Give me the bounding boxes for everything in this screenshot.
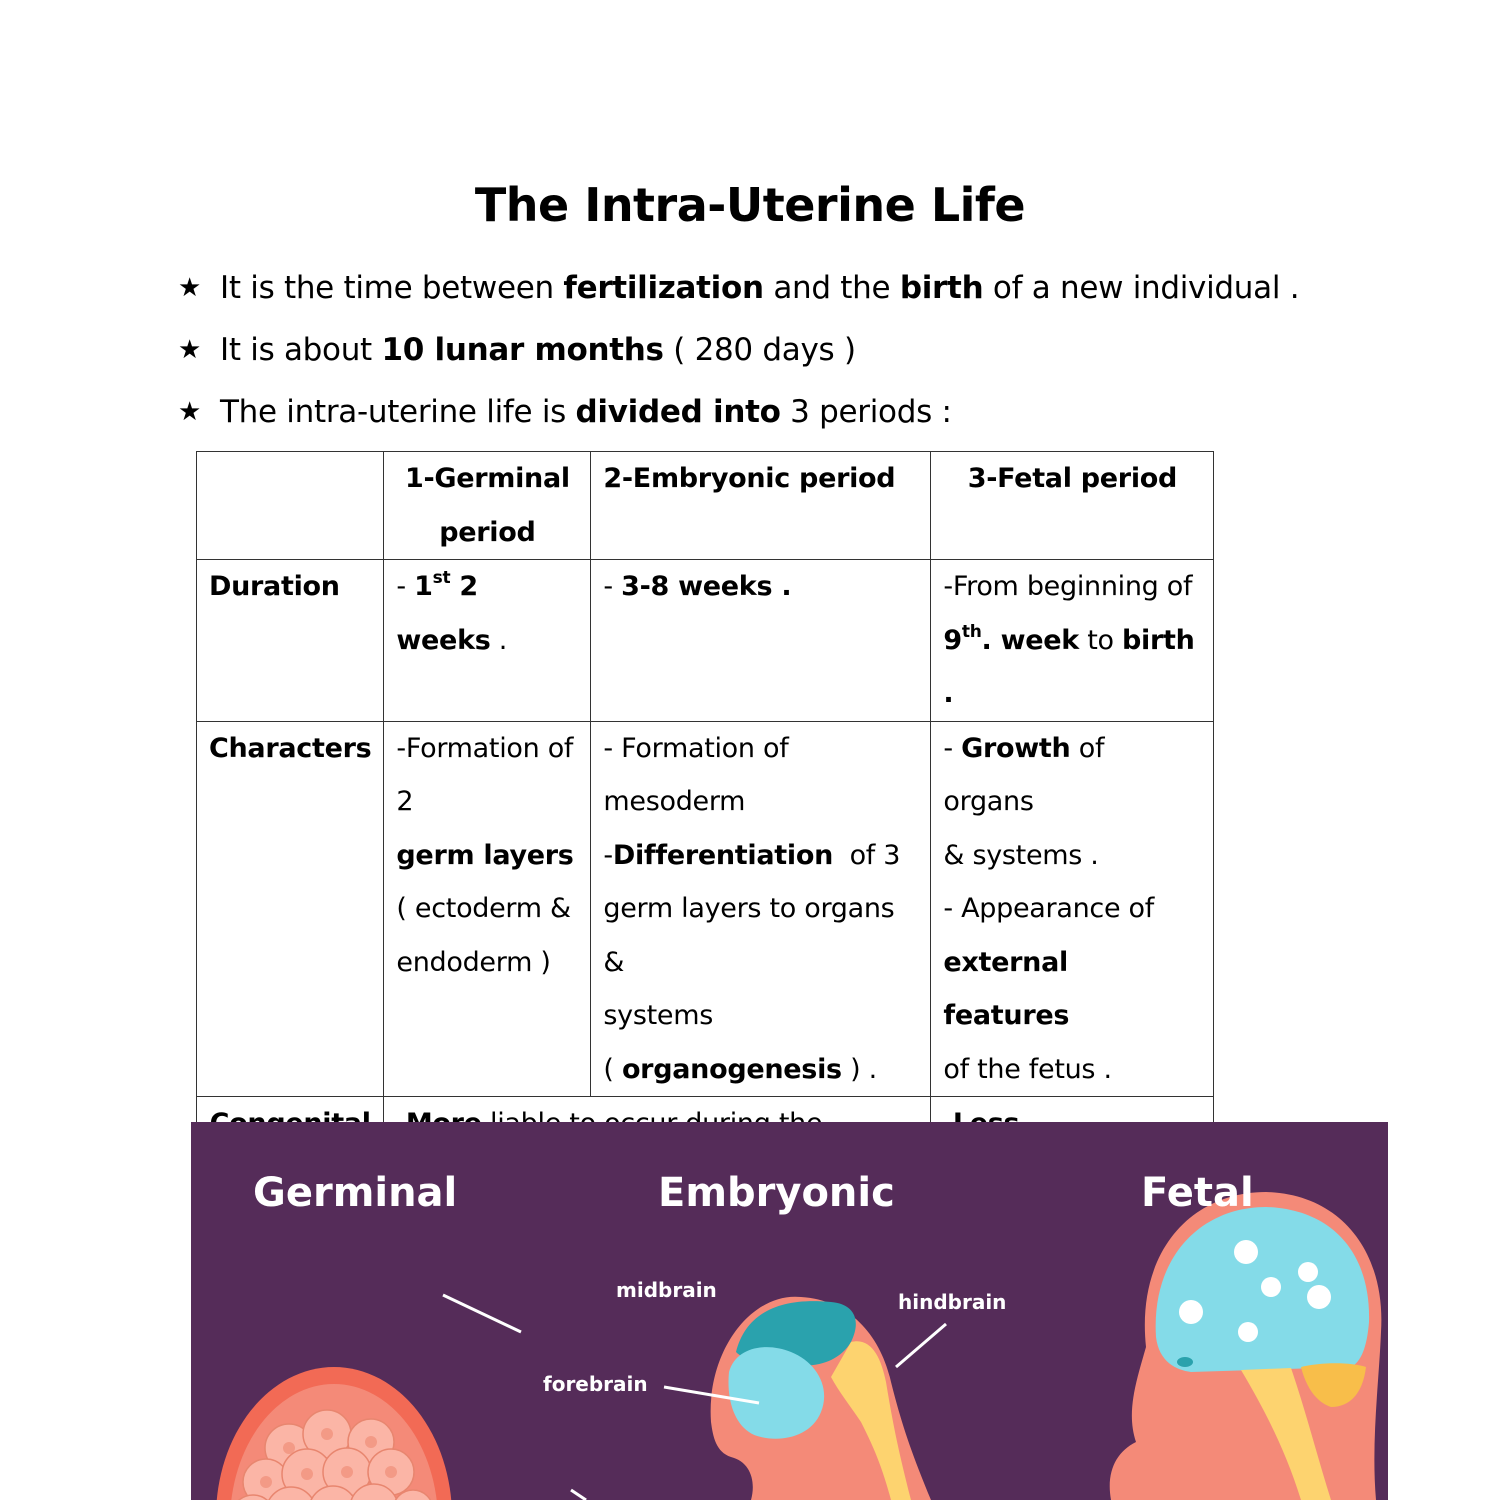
table-row-characters: Characters -Formation of 2 germ layers (…	[195, 720, 1215, 1097]
row-label-characters: Characters	[195, 720, 385, 1097]
bullet-definition: ★ It is the time between fertilization a…	[178, 266, 1358, 328]
characters-embryonic: - Formation of mesoderm -Differentiation…	[590, 720, 932, 1097]
stage-label-germinal: Germinal	[253, 1170, 458, 1216]
row-label-duration: Duration	[195, 559, 385, 722]
illustration-graphics	[216, 1192, 1382, 1500]
characters-germinal: -Formation of 2 germ layers ( ectoderm &…	[383, 720, 592, 1097]
bullet-duration: ★ It is about 10 lunar months ( 280 days…	[178, 328, 1358, 390]
duration-germinal: - 1st 2 weeks .	[383, 559, 592, 722]
characters-fetal: - Growth of organs & systems . - Appeara…	[930, 720, 1215, 1097]
label-midbrain: midbrain	[616, 1278, 717, 1302]
star-icon: ★	[178, 335, 202, 365]
header-embryonic: 2-Embryonic period	[590, 451, 932, 560]
header-germinal: 1-Germinal period	[383, 451, 592, 560]
bullet-periods: ★ The intra-uterine life is divided into…	[178, 390, 1358, 452]
fetus-icon	[1109, 1192, 1382, 1500]
star-icon: ★	[178, 273, 202, 303]
embryo-icon	[442, 1293, 1163, 1500]
duration-embryonic: - 3-8 weeks .	[590, 559, 932, 722]
intro-bullets: ★ It is the time between fertilization a…	[178, 266, 1358, 452]
page-title: The Intra-Uterine Life	[474, 178, 1026, 232]
stage-label-fetal: Fetal	[1141, 1170, 1254, 1216]
label-hindbrain: hindbrain	[898, 1290, 1007, 1314]
blastocyst-icon	[216, 1367, 452, 1500]
label-forebrain: forebrain	[543, 1372, 648, 1396]
stage-label-embryonic: Embryonic	[658, 1170, 895, 1216]
table-row-duration: Duration - 1st 2 weeks . - 3-8 weeks . -…	[195, 559, 1215, 722]
star-icon: ★	[178, 397, 202, 427]
header-empty	[195, 451, 385, 560]
header-fetal: 3-Fetal period	[930, 451, 1215, 560]
development-stages-illustration: Germinal Embryonic Fetal midbrain hindbr…	[191, 1122, 1388, 1500]
duration-fetal: -From beginning of 9th. week to birth .	[930, 559, 1215, 722]
table-header-row: 1-Germinal period 2-Embryonic period 3-F…	[195, 451, 1215, 560]
